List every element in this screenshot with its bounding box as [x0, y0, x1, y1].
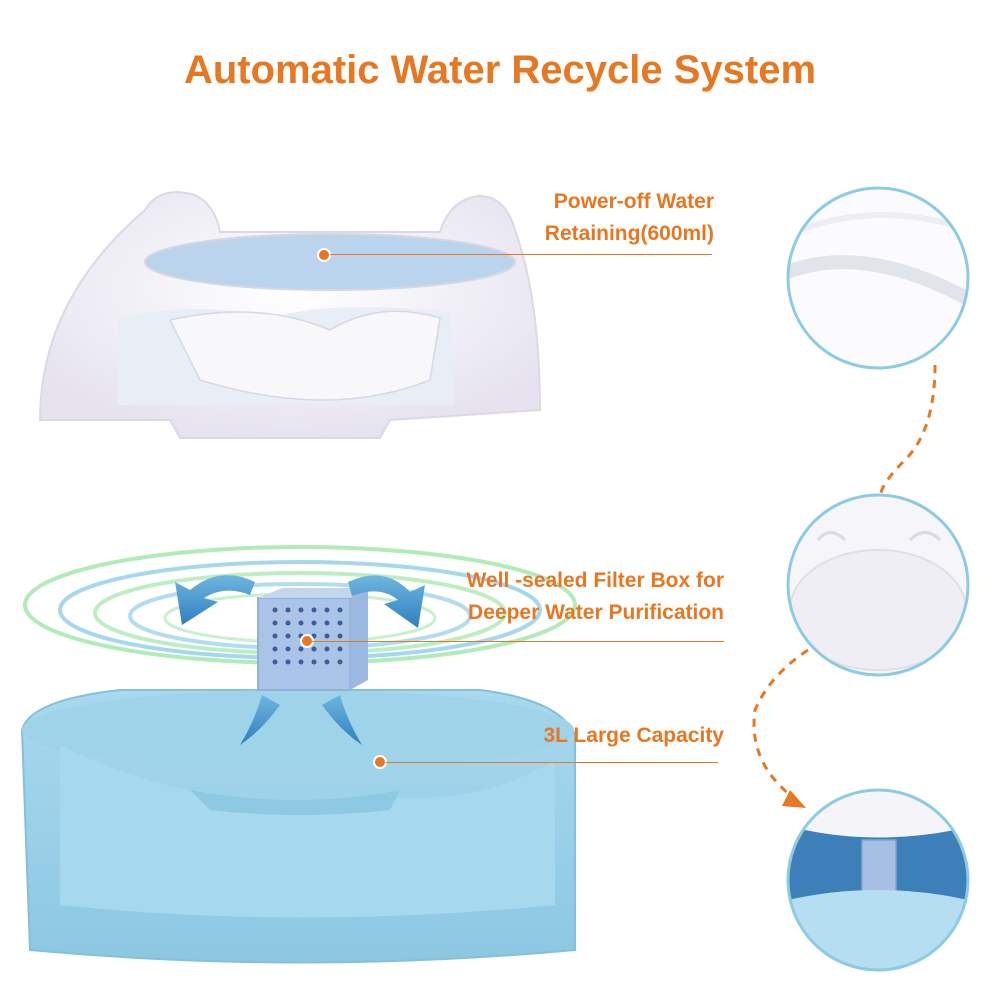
callout-capacity: 3L Large Capacity	[480, 720, 724, 752]
lid-illustration	[38, 191, 542, 439]
callout-power-off-line1: Power-off Water	[553, 190, 714, 213]
callout-capacity-text: 3L Large Capacity	[543, 724, 724, 747]
callout-filter-box-line2: Deeper Water Purification	[468, 601, 724, 624]
detail-circle-lid-full	[786, 493, 970, 677]
callout-power-off-line2: Retaining(600ml)	[544, 222, 714, 245]
flow-arrowhead	[782, 790, 806, 808]
callout-line-capacity	[386, 762, 718, 763]
callout-dot-capacity	[373, 755, 387, 769]
page-title: Automatic Water Recycle System	[183, 48, 817, 92]
detail-circle-assembled	[786, 788, 970, 972]
callout-dot-power-off	[317, 248, 331, 262]
callout-line-power-off	[330, 254, 712, 255]
dashed-flow-path	[752, 364, 937, 797]
bowl-illustration	[20, 689, 576, 964]
callout-line-filter-box	[312, 641, 724, 642]
detail-circle-lid-top	[786, 186, 970, 370]
callout-filter-box: Well -sealed Filter Box for Deeper Water…	[410, 565, 724, 629]
callout-filter-box-line1: Well -sealed Filter Box for	[466, 569, 724, 592]
callout-power-off: Power-off Water Retaining(600ml)	[480, 186, 714, 250]
flow-arrows	[175, 575, 425, 745]
